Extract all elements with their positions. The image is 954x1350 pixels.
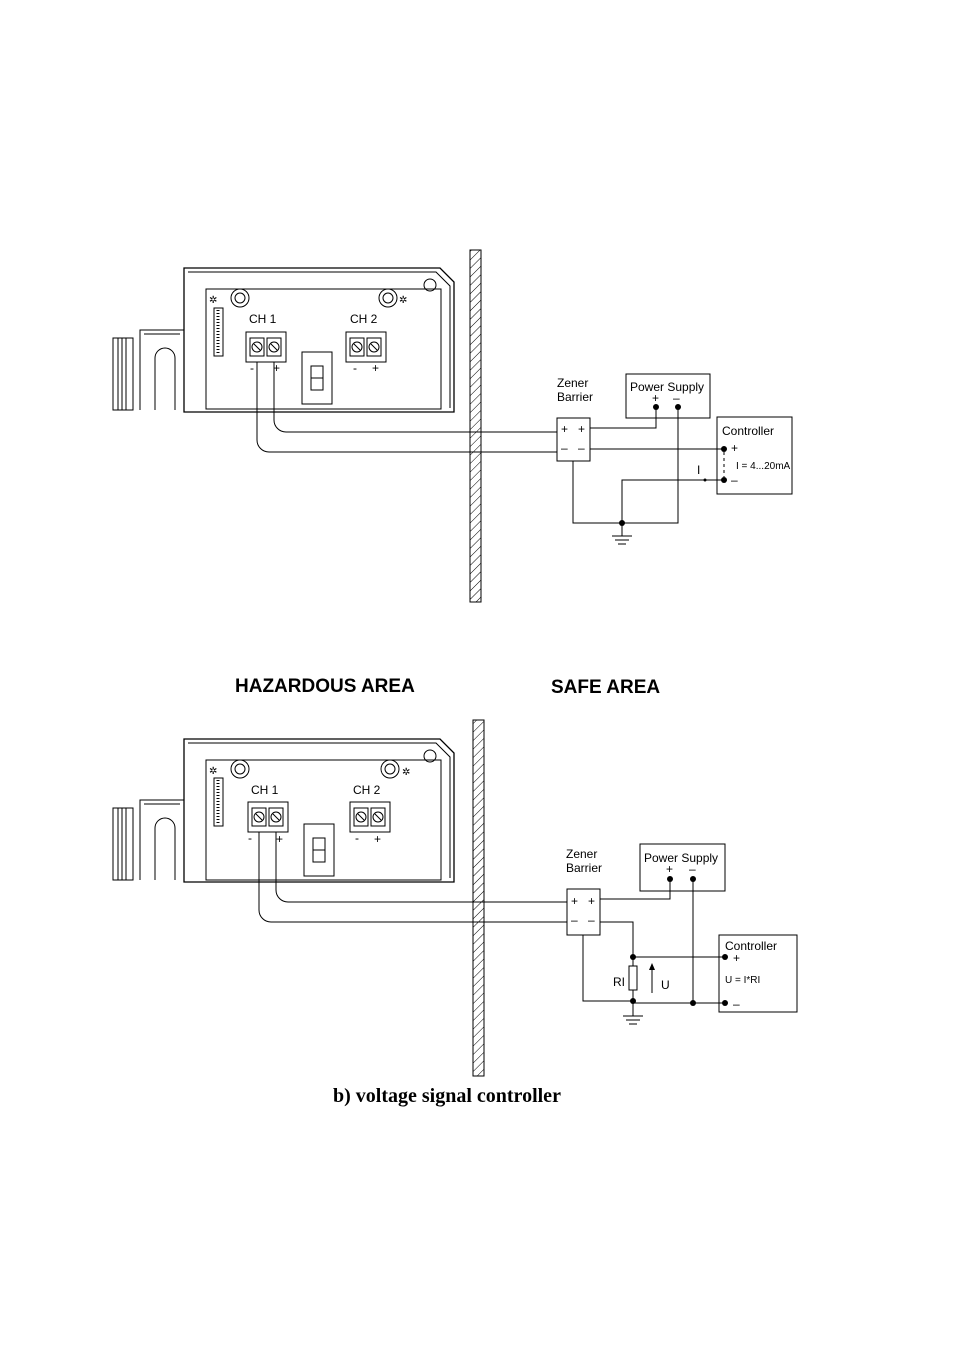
svg-text:–: –: [733, 997, 740, 1011]
diagram-b-voltage-signal: ✲ ✲ CH 1 - + CH 2 - +: [113, 720, 797, 1076]
voltage-formula-b: U = I*RI: [725, 975, 760, 986]
svg-text:✲: ✲: [399, 295, 407, 306]
svg-text:–: –: [561, 441, 568, 455]
controller-b: Controller + – U = I*RI: [719, 935, 797, 1012]
zener-barrier-a: Zener Barrier + + – –: [557, 376, 593, 461]
svg-text:+: +: [578, 422, 585, 436]
svg-text:+: +: [561, 422, 568, 436]
power-supply-b: Power Supply + –: [640, 844, 725, 891]
ch1-plus-b: +: [276, 832, 283, 846]
ch2-label-b: CH 2: [353, 783, 381, 797]
safe-area-label: SAFE AREA: [551, 677, 660, 698]
ch2-minus-a: -: [353, 361, 357, 375]
svg-text:Zener: Zener: [566, 847, 597, 861]
svg-text:✲: ✲: [402, 767, 410, 778]
current-label-a: I: [697, 463, 700, 477]
ch1-minus-b: -: [248, 831, 252, 845]
transmitter-device-a: ✲ ✲ CH 1 - + CH 2: [113, 268, 454, 412]
svg-text:Power Supply: Power Supply: [644, 851, 718, 865]
svg-text:+: +: [652, 391, 659, 405]
power-supply-a: Power Supply + –: [626, 374, 710, 418]
barrier-wall-a: [470, 250, 481, 602]
zener-barrier-b: Zener Barrier + + – –: [566, 847, 602, 935]
svg-text:+: +: [731, 441, 738, 455]
current-formula-a: I = 4...20mA: [736, 461, 791, 472]
ch2-plus-b: +: [374, 832, 381, 846]
ground-a: [612, 523, 632, 544]
voltage-label: U: [661, 978, 670, 992]
svg-text:Power Supply: Power Supply: [630, 380, 704, 394]
svg-text:+: +: [571, 894, 578, 908]
svg-text:–: –: [689, 862, 696, 876]
svg-text:+: +: [666, 862, 673, 876]
ch1-label-b: CH 1: [251, 783, 279, 797]
svg-text:+: +: [733, 951, 740, 965]
svg-text:–: –: [571, 913, 578, 927]
svg-text:+: +: [588, 894, 595, 908]
ch2-label-a: CH 2: [350, 312, 378, 326]
resistor-label: RI: [613, 975, 625, 989]
ch2-minus-b: -: [355, 831, 359, 845]
svg-text:✲: ✲: [209, 766, 217, 777]
ch2-plus-a: +: [372, 361, 379, 375]
svg-text:Controller: Controller: [722, 424, 774, 438]
svg-text:Barrier: Barrier: [557, 390, 593, 404]
hazardous-area-label: HAZARDOUS AREA: [235, 676, 415, 697]
resistor-ri: [629, 966, 637, 990]
caption-voltage-signal: b) voltage signal controller: [333, 1085, 561, 1107]
transmitter-device-b: ✲ ✲ CH 1 - + CH 2 - +: [113, 739, 454, 882]
svg-text:–: –: [673, 391, 680, 405]
svg-text:–: –: [578, 441, 585, 455]
ch1-label-a: CH 1: [249, 312, 277, 326]
ground-b: [623, 1001, 643, 1024]
controller-a: Controller + – I = 4...20mA: [717, 417, 792, 494]
ch1-minus-a: -: [250, 361, 254, 375]
svg-text:✲: ✲: [209, 295, 217, 306]
diagram-a-current-signal: ✲ ✲ CH 1 - + CH 2: [113, 250, 792, 602]
svg-text:Zener: Zener: [557, 376, 588, 390]
svg-text:–: –: [731, 473, 738, 487]
svg-text:–: –: [588, 913, 595, 927]
barrier-wall-b: [473, 720, 484, 1076]
svg-text:Barrier: Barrier: [566, 861, 602, 875]
